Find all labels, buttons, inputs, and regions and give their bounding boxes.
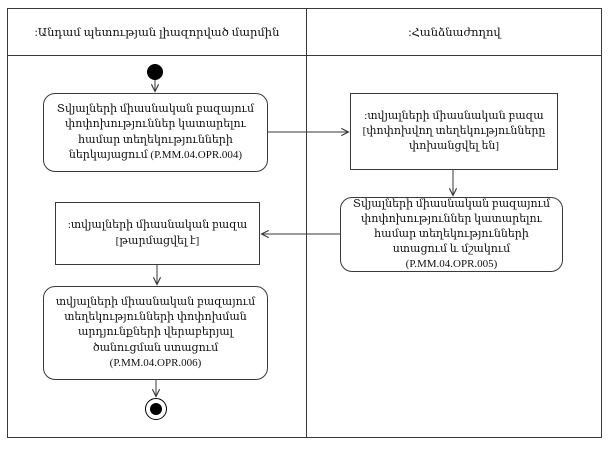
action-node-opr006: տվյալների միասնական բազայում տեղեկությու… xyxy=(43,286,268,380)
final-node-inner-dot xyxy=(150,403,162,415)
action-node-opr006-label: տվյալների միասնական բազայում տեղեկությու… xyxy=(55,296,256,369)
swimlane-divider xyxy=(306,8,307,438)
action-node-opr004: Տվյալների միասնական բազայում փոփոխությու… xyxy=(43,93,268,172)
header-separator-line xyxy=(7,55,602,56)
action-node-opr004-label: Տվյալների միասնական բազայում փոփոխությու… xyxy=(56,103,255,161)
swimlane-header-authorized-body: :Անդամ պետության լիազորված մարմին xyxy=(7,8,307,55)
swimlane-header-authorized-body-label: :Անդամ պետության լիազորված մարմին xyxy=(34,26,280,39)
swimlane-header-commission: :Հանձնաժողով xyxy=(307,8,602,55)
action-node-opr005: Տվյալների միասնական բազայում փոփոխությու… xyxy=(340,197,563,272)
object-node-data-transferred-label: :տվյալների միասնական բազա [փոփոխվող տեղե… xyxy=(362,109,546,153)
swimlane-header-commission-label: :Հանձնաժողով xyxy=(408,26,501,39)
action-node-opr005-label: Տվյալների միասնական բազայում փոփոխությու… xyxy=(352,197,551,271)
object-node-data-transferred: :տվյալների միասնական բազա [փոփոխվող տեղե… xyxy=(350,93,558,170)
initial-node-icon xyxy=(147,64,163,80)
object-node-data-updated-label: :տվյալների միասնական բազա [թարմացվել է] xyxy=(67,219,248,247)
diagram-frame xyxy=(7,8,602,438)
final-node-icon xyxy=(145,398,167,420)
object-node-data-updated: :տվյալների միասնական բազա [թարմացվել է] xyxy=(55,202,260,265)
